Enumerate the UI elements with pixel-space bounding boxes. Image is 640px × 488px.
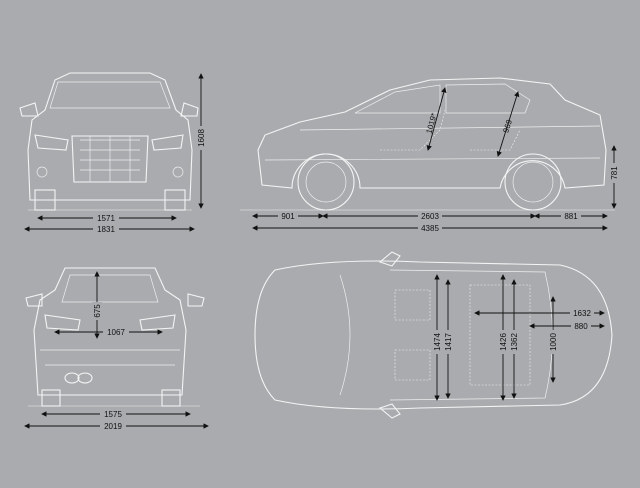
front-height-label: 1608 <box>197 129 206 147</box>
rear-elbow-label: 1362 <box>510 333 519 351</box>
front-track-label: 1571 <box>97 214 115 223</box>
rear-headroom-label: 969 <box>501 118 514 134</box>
front-headroom-label: 1019* <box>425 112 439 135</box>
front-width-label: 1831 <box>97 225 115 234</box>
interior-dimensions: 1474 1417 1426 1362 1000 1632 880 <box>432 274 605 401</box>
front-elbow-label: 1417 <box>444 333 453 351</box>
top-view: 1474 1417 1426 1362 1000 1632 880 <box>254 251 613 419</box>
mirror-width-label: 2019 <box>104 422 122 431</box>
front-view: 1608 1571 1831 <box>19 72 206 234</box>
trunk-width-label: 1000 <box>549 333 558 351</box>
wheelbase-label: 2603 <box>421 212 439 221</box>
side-view: 1019* 969 781 901 2603 881 4385 <box>240 77 619 233</box>
trunk-length-folded-label: 1632 <box>573 309 591 318</box>
rear-view: 675 1067 1575 2019 <box>24 267 209 431</box>
length-label: 4385 <box>421 224 439 233</box>
rear-overhang-label: 881 <box>564 212 578 221</box>
trunk-length-label: 880 <box>574 322 588 331</box>
tailgate-height-label: 675 <box>93 304 102 318</box>
front-overhang-label: 901 <box>281 212 295 221</box>
loading-width-label: 1067 <box>107 328 125 337</box>
rear-track-label: 1575 <box>104 410 122 419</box>
grille <box>71 135 149 183</box>
rear-shoulder-label: 1426 <box>499 333 508 351</box>
loading-height-label: 781 <box>610 166 619 180</box>
front-shoulder-label: 1474 <box>433 333 442 351</box>
